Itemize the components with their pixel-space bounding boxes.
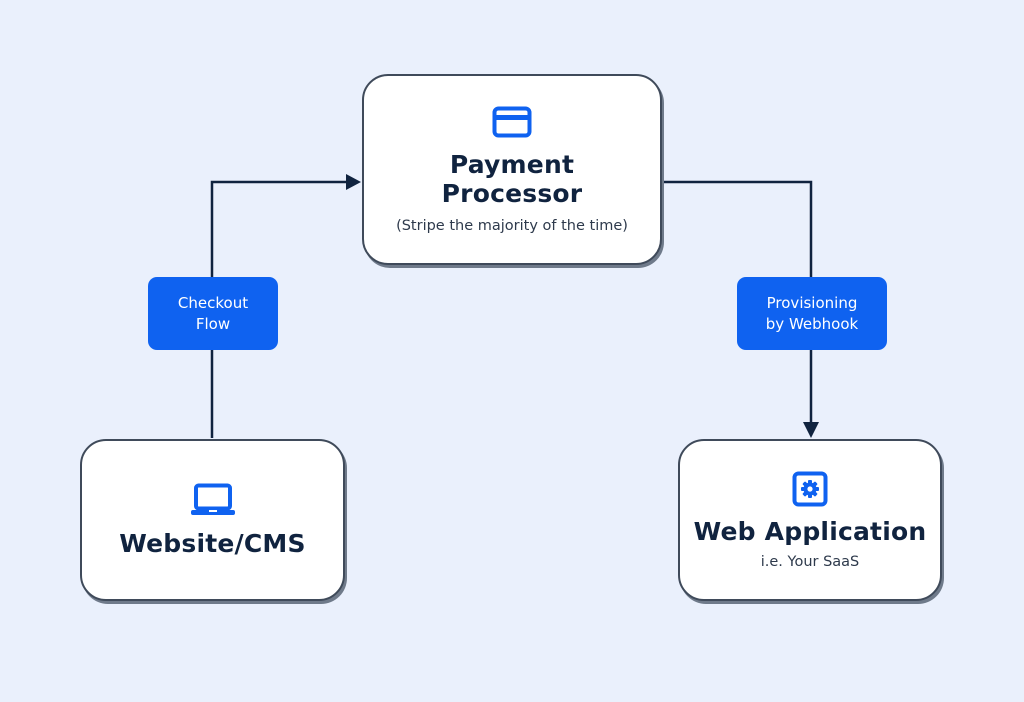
web-application-subtitle: i.e. Your SaaS xyxy=(760,553,860,570)
website-cms-title: Website/CMS xyxy=(119,528,306,558)
credit-card-icon xyxy=(492,106,532,137)
provisioning-arrowhead xyxy=(803,422,819,438)
laptop-icon xyxy=(190,483,235,515)
provisioning-label-text: Provisioning by Webhook xyxy=(765,293,859,333)
gear-icon xyxy=(792,471,828,506)
checkout-flow-label-text: Checkout Flow xyxy=(177,293,249,333)
web-application-title: Web Application xyxy=(693,516,927,546)
checkout-flow-connector xyxy=(210,180,352,438)
payment-processor-title: Payment Processor xyxy=(441,149,583,208)
payment-processor-subtitle: (Stripe the majority of the time) xyxy=(396,217,628,234)
checkout-flow-arrowhead xyxy=(346,174,361,190)
provisioning-by-webhook-label: Provisioning by Webhook xyxy=(737,277,887,350)
web-application-node: Web Application i.e. Your SaaS xyxy=(678,439,942,601)
website-cms-node: Website/CMS xyxy=(80,439,345,601)
checkout-flow-label: Checkout Flow xyxy=(148,277,278,350)
payment-processor-node: Payment Processor (Stripe the majority o… xyxy=(362,74,662,265)
